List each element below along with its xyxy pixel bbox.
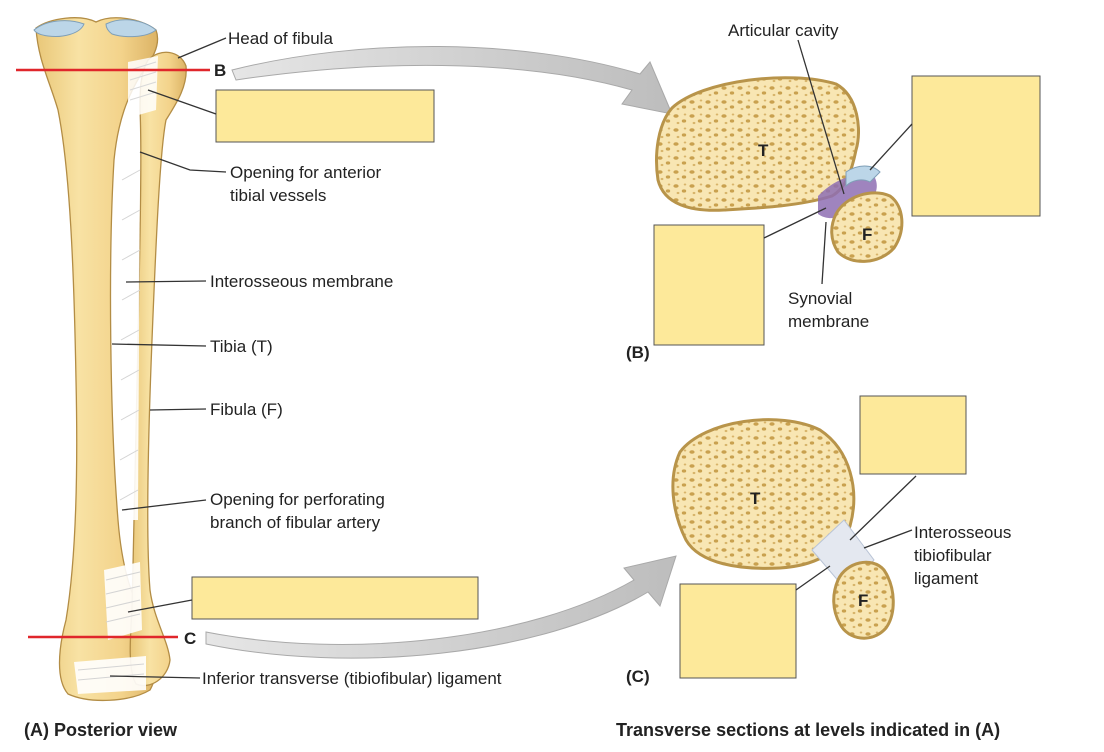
label-head-of-fibula: Head of fibula xyxy=(228,29,333,48)
section-c-tibia-letter: T xyxy=(750,489,761,508)
label-articular-cavity: Articular cavity xyxy=(728,21,839,40)
superior-ligament xyxy=(128,56,158,118)
section-b-fibula xyxy=(830,191,904,263)
posterior-view-illustration xyxy=(33,17,187,702)
label-opening-perforating-2: branch of fibular artery xyxy=(210,513,381,532)
section-b-illustration xyxy=(655,76,904,263)
label-interosseous-lig-1: Interosseous xyxy=(914,523,1011,542)
label-synovial-1: Synovial xyxy=(788,289,852,308)
section-b-tag: (B) xyxy=(626,343,650,362)
label-level-c: C xyxy=(184,629,196,648)
blank-label-box-b2[interactable] xyxy=(653,224,765,346)
label-interosseous-membrane: Interosseous membrane xyxy=(210,272,393,291)
tibial-articular-cartilage-lateral xyxy=(105,19,157,38)
section-c-fibula xyxy=(832,560,895,640)
blank-label-box-a2[interactable] xyxy=(191,576,479,620)
section-c-illustration xyxy=(671,418,895,640)
section-b-cartilage xyxy=(845,165,881,188)
blank-label-box-a1[interactable] xyxy=(215,89,435,143)
label-interosseous-lig-3: ligament xyxy=(914,569,979,588)
label-level-b: B xyxy=(214,61,226,80)
label-fibula: Fibula (F) xyxy=(210,400,283,419)
synovial-membrane-shape xyxy=(818,174,877,219)
section-b-fibula-letter: F xyxy=(862,225,872,244)
label-opening-anterior-1: Opening for anterior xyxy=(230,163,382,182)
arrow-to-section-c xyxy=(205,555,677,659)
tibial-articular-cartilage xyxy=(33,20,85,37)
section-c-tag: (C) xyxy=(626,667,650,686)
leader-lines xyxy=(109,37,917,679)
fibula-bone xyxy=(129,51,187,687)
label-opening-perforating-1: Opening for perforating xyxy=(210,490,385,509)
section-c-fibula-letter: F xyxy=(858,591,868,610)
label-interosseous-lig-2: tibiofibular xyxy=(914,546,992,565)
arrow-to-section-b xyxy=(231,45,673,115)
label-synovial-2: membrane xyxy=(788,312,869,331)
label-inferior-ligament: Inferior transverse (tibiofibular) ligam… xyxy=(202,669,502,688)
distal-ligament-fibres xyxy=(105,571,141,623)
inferior-ligament-fibres xyxy=(77,663,145,681)
caption-transverse-sections: Transverse sections at levels indicated … xyxy=(616,720,1000,740)
section-b-tibia-letter: T xyxy=(758,141,769,160)
label-opening-anterior-2: tibial vessels xyxy=(230,186,326,205)
membrane-fibres xyxy=(119,169,141,501)
blank-label-box-c2[interactable] xyxy=(679,583,797,679)
superior-ligament-fibres xyxy=(129,61,157,101)
blank-label-box-b1[interactable] xyxy=(911,75,1041,217)
caption-posterior-view: (A) Posterior view xyxy=(24,720,178,740)
blank-label-box-c1[interactable] xyxy=(859,395,967,475)
label-tibia: Tibia (T) xyxy=(210,337,273,356)
